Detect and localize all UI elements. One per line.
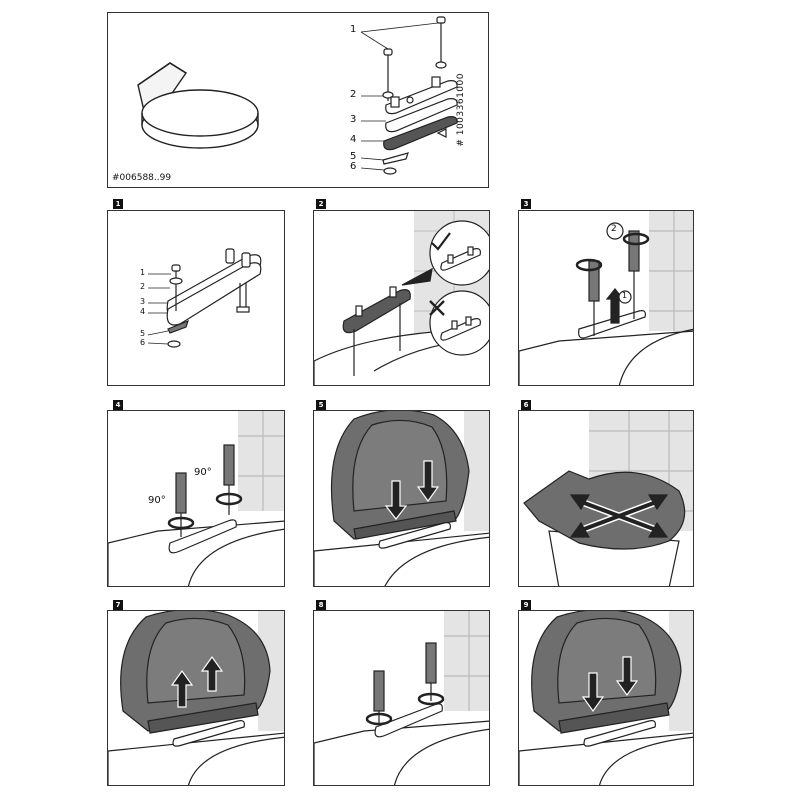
step-5-panel xyxy=(313,410,490,587)
step-badge-1: 1 xyxy=(113,199,123,209)
step-2-panel xyxy=(313,210,490,386)
callout-leaders xyxy=(360,22,439,171)
step3-marker-1: 1 xyxy=(622,291,628,300)
step-9-panel xyxy=(518,610,694,786)
overview-panel: 1 2 3 4 5 6 # 1003361000 #006588..99 xyxy=(107,12,489,188)
hinge-parts xyxy=(382,16,458,175)
step1-callout-3: 3 xyxy=(140,297,146,306)
callout-6: 6 xyxy=(350,161,357,172)
step1-callout-5: 5 xyxy=(140,329,146,338)
step3-marker-2: 2 xyxy=(611,224,617,234)
callout-4: 4 xyxy=(350,134,357,145)
step-1-drawing xyxy=(147,248,262,348)
step-4-panel: 90° 90° xyxy=(107,410,285,587)
callout-2: 2 xyxy=(350,89,357,100)
step1-callout-1: 1 xyxy=(140,268,146,277)
step-badge-6: 6 xyxy=(521,400,531,410)
callout-3: 3 xyxy=(350,114,357,125)
step-7-panel xyxy=(107,610,285,786)
step-6-drawing xyxy=(523,411,693,586)
step-badge-4: 4 xyxy=(113,400,123,410)
step-3-panel: 2 1 xyxy=(518,210,694,386)
step-8-panel xyxy=(313,610,490,786)
step1-callout-6: 6 xyxy=(140,338,146,347)
step4-angle-left: 90° xyxy=(148,495,166,506)
step-badge-8: 8 xyxy=(316,600,326,610)
step-badge-3: 3 xyxy=(521,199,531,209)
step-3-drawing xyxy=(519,211,693,385)
step-5-drawing xyxy=(314,411,489,586)
kit-code: # 1003361000 xyxy=(456,73,466,147)
step1-callout-2: 2 xyxy=(140,282,146,291)
step-9-drawing xyxy=(519,611,693,785)
step-badge-9: 9 xyxy=(521,600,531,610)
step-badge-7: 7 xyxy=(113,600,123,610)
step-1-panel: 1 2 3 4 5 6 xyxy=(107,210,285,386)
callout-5: 5 xyxy=(350,151,357,162)
callout-1: 1 xyxy=(350,24,357,35)
step1-callout-4: 4 xyxy=(140,307,146,316)
step-badge-5: 5 xyxy=(316,400,326,410)
step-2-drawing xyxy=(314,211,489,385)
step-badge-2: 2 xyxy=(316,199,326,209)
step-7-drawing xyxy=(108,611,284,785)
seat-illustration xyxy=(137,62,259,149)
step4-angle-right: 90° xyxy=(194,467,212,478)
step-4-drawing xyxy=(108,411,284,586)
overview-drawing xyxy=(137,16,458,175)
step-8-drawing xyxy=(314,611,489,785)
step-6-panel xyxy=(518,410,694,587)
seat-code: #006588..99 xyxy=(112,173,172,183)
